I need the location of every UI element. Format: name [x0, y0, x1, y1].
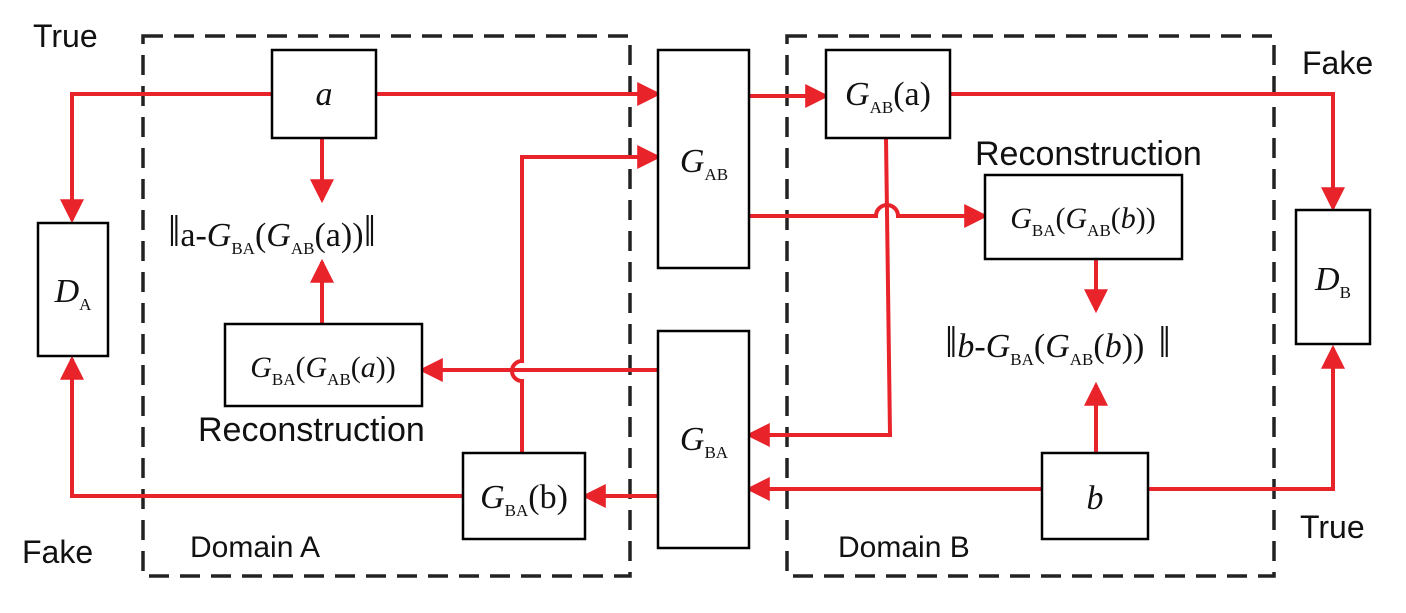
node-gab-a-box	[824, 48, 952, 140]
node-recon-b-label: GBA(GAB(b))	[1010, 202, 1156, 240]
node-db-box	[1294, 208, 1372, 346]
node-da-box	[36, 221, 110, 358]
label-domain-b: Domain B	[838, 531, 970, 564]
label-fake-right: Fake	[1302, 45, 1373, 81]
node-gba-b-label: GBA(b)	[480, 479, 568, 520]
arrows	[60, 82, 1345, 508]
node-gba-b-box	[461, 451, 587, 541]
node-recon-a-label: GBA(GAB(a))	[250, 351, 396, 389]
label-reconstruction-a: Reconstruction	[198, 411, 425, 449]
arrow-gba-b-to-gab	[510, 145, 662, 453]
label-true-left: True	[33, 18, 98, 54]
node-gab-box	[656, 48, 751, 270]
node-b-box	[1040, 451, 1150, 541]
node-db-label: DB	[1314, 261, 1351, 302]
label-domain-a: Domain A	[190, 531, 320, 564]
arrow-gab-to-recon-b	[749, 203, 989, 228]
domain-b-region	[785, 34, 1276, 578]
norm-a-expression: ‖a-GBA(GAB(a))‖	[168, 207, 376, 258]
node-gba-label: GBA	[680, 421, 729, 462]
node-a-label: a	[316, 76, 333, 113]
label-fake-left: Fake	[22, 534, 93, 570]
arrow-gba-b-to-da	[60, 355, 463, 498]
boxes	[36, 48, 1372, 550]
node-recon-a-box	[223, 322, 424, 408]
node-b-label: b	[1087, 480, 1104, 517]
node-recon-b-box	[983, 173, 1184, 261]
label-reconstruction-b: Reconstruction	[975, 135, 1202, 173]
arrow-gab-a-to-gba	[745, 137, 893, 447]
arrow-b-to-db	[1148, 344, 1345, 491]
norm-b-expression: ‖b-GBA(GAB(b))‖	[945, 318, 1171, 369]
domain-a-region	[141, 34, 632, 578]
node-gba-box	[656, 329, 751, 550]
node-gab-label: GAB	[680, 143, 728, 184]
node-gab-a-label: GAB(a)	[845, 76, 931, 117]
arrow-a-to-da	[60, 92, 272, 224]
node-a-box	[270, 48, 378, 140]
label-true-right: True	[1300, 509, 1365, 545]
arrow-gab-a-to-db	[950, 92, 1345, 212]
node-da-label: DA	[54, 273, 93, 314]
